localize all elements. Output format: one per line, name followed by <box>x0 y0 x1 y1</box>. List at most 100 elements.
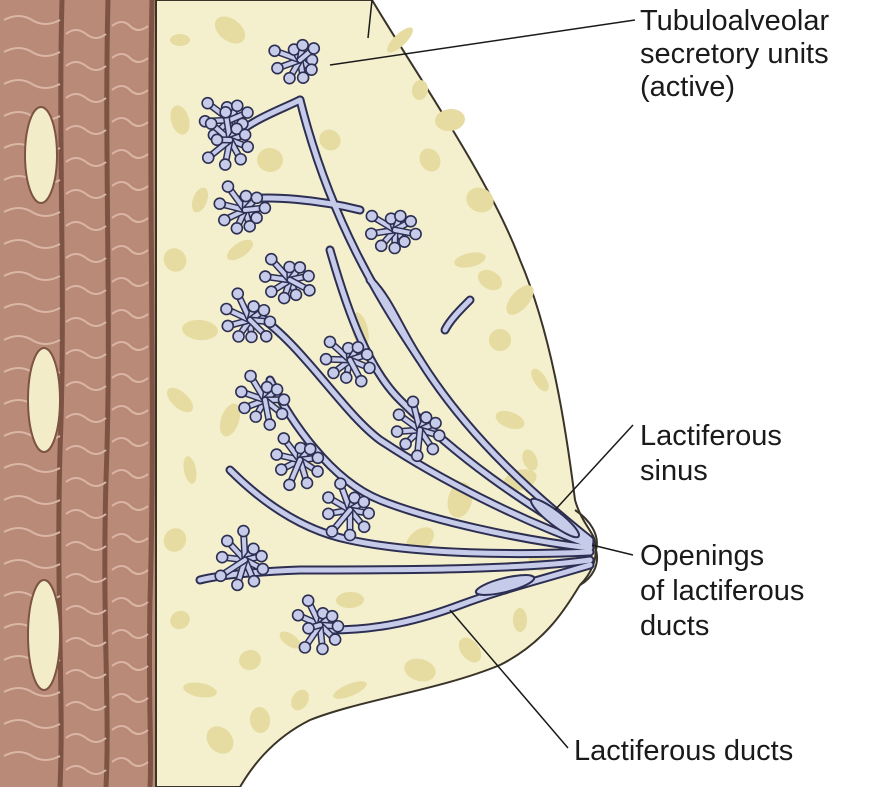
alveolus <box>303 271 314 282</box>
alveolus <box>434 430 445 441</box>
alveolus <box>359 521 370 532</box>
alveolus <box>248 301 259 312</box>
alveolus <box>244 221 255 232</box>
alveolus <box>407 396 418 407</box>
alveolus <box>364 362 375 373</box>
alveolus <box>232 100 243 111</box>
alveolus <box>366 211 377 222</box>
alveolus <box>278 433 289 444</box>
alveolus <box>214 198 225 209</box>
alveolus <box>392 426 403 437</box>
alveolus <box>222 181 233 192</box>
fat-pocket-3 <box>28 580 60 690</box>
alveolus <box>341 372 352 383</box>
alveolus <box>297 40 308 51</box>
label-openings-line-3: ducts <box>640 610 709 642</box>
alveolus <box>233 331 244 342</box>
alveolus <box>248 576 259 587</box>
alveolus <box>358 497 369 508</box>
alveolus <box>235 154 246 165</box>
label-secretory-units-line-3: (active) <box>640 71 735 103</box>
alveolus <box>410 229 421 240</box>
alveolus <box>366 228 377 239</box>
alveolus <box>399 236 410 247</box>
alveolus <box>284 73 295 84</box>
alveolus <box>261 331 272 342</box>
alveolus <box>264 316 275 327</box>
alveolus <box>332 621 343 632</box>
alveolus <box>304 285 315 296</box>
alveolus <box>240 129 251 140</box>
chest-wall-muscle <box>0 0 156 787</box>
alveolus <box>323 492 334 503</box>
alveolus <box>240 191 251 202</box>
fat-lobule <box>170 34 190 46</box>
alveolus <box>303 595 314 606</box>
alveolus <box>271 449 282 460</box>
label-lactiferous-sinus-line-2: sinus <box>640 455 708 487</box>
alveolus <box>221 304 232 315</box>
alveolus <box>345 530 356 541</box>
alveolus <box>324 336 335 347</box>
alveolus <box>259 202 270 213</box>
fat-pocket-2 <box>28 348 60 452</box>
alveolus <box>284 479 295 490</box>
alveolus <box>312 466 323 477</box>
alveolus <box>299 642 310 653</box>
leader-openings <box>592 545 633 555</box>
alveolus <box>242 107 253 118</box>
label-secretory-units: Tubuloalveolar secretory units (active) <box>640 5 837 103</box>
alveolus <box>395 210 406 221</box>
alveolus <box>389 242 400 253</box>
label-secretory-units-line-1: Tubuloalveolar <box>640 5 829 37</box>
alveolus <box>321 354 332 365</box>
alveolus <box>258 305 269 316</box>
alveolus <box>238 526 249 537</box>
muscle-band-seam-2 <box>105 0 108 787</box>
muscle-band-edge <box>149 0 152 787</box>
alveolus <box>269 45 280 56</box>
alveolus <box>362 349 373 360</box>
alveolus <box>219 215 230 226</box>
alveolus <box>250 411 261 422</box>
alveolus <box>245 370 256 381</box>
alveolus <box>272 384 283 395</box>
alveolus <box>266 286 277 297</box>
alveolus <box>400 438 411 449</box>
fat-pocket-1 <box>25 107 57 203</box>
alveolus <box>327 611 338 622</box>
alveolus <box>232 288 243 299</box>
alveolus <box>335 478 346 489</box>
label-openings-of-ducts: Openings of lactiferous ducts <box>640 540 812 642</box>
alveolus <box>257 564 268 575</box>
alveolus <box>427 444 438 455</box>
alveolus <box>231 223 242 234</box>
alveolus <box>278 394 289 405</box>
alveolus <box>251 192 262 203</box>
alveolus <box>330 634 341 645</box>
alveolus <box>356 376 367 387</box>
alveolus <box>236 386 247 397</box>
alveolus <box>363 508 374 519</box>
alveolus <box>220 159 231 170</box>
alveolus <box>212 134 223 145</box>
alveolus <box>222 320 233 331</box>
alveolus <box>317 643 328 654</box>
alveolus <box>303 623 314 634</box>
alveolus <box>376 240 387 251</box>
alveolus <box>203 152 214 163</box>
alveolus <box>264 419 275 430</box>
alveolus <box>232 579 243 590</box>
alveolus <box>260 271 271 282</box>
label-openings-line-1: Openings <box>640 540 764 572</box>
alveolus <box>279 293 290 304</box>
alveolus <box>328 367 339 378</box>
alveolus <box>412 450 423 461</box>
alveolus <box>242 141 253 152</box>
alveolus <box>239 402 250 413</box>
alveolus <box>202 98 213 109</box>
label-lactiferous-sinus: Lactiferous sinus <box>640 420 790 487</box>
label-secretory-units-line-2: secretory units <box>640 38 829 70</box>
